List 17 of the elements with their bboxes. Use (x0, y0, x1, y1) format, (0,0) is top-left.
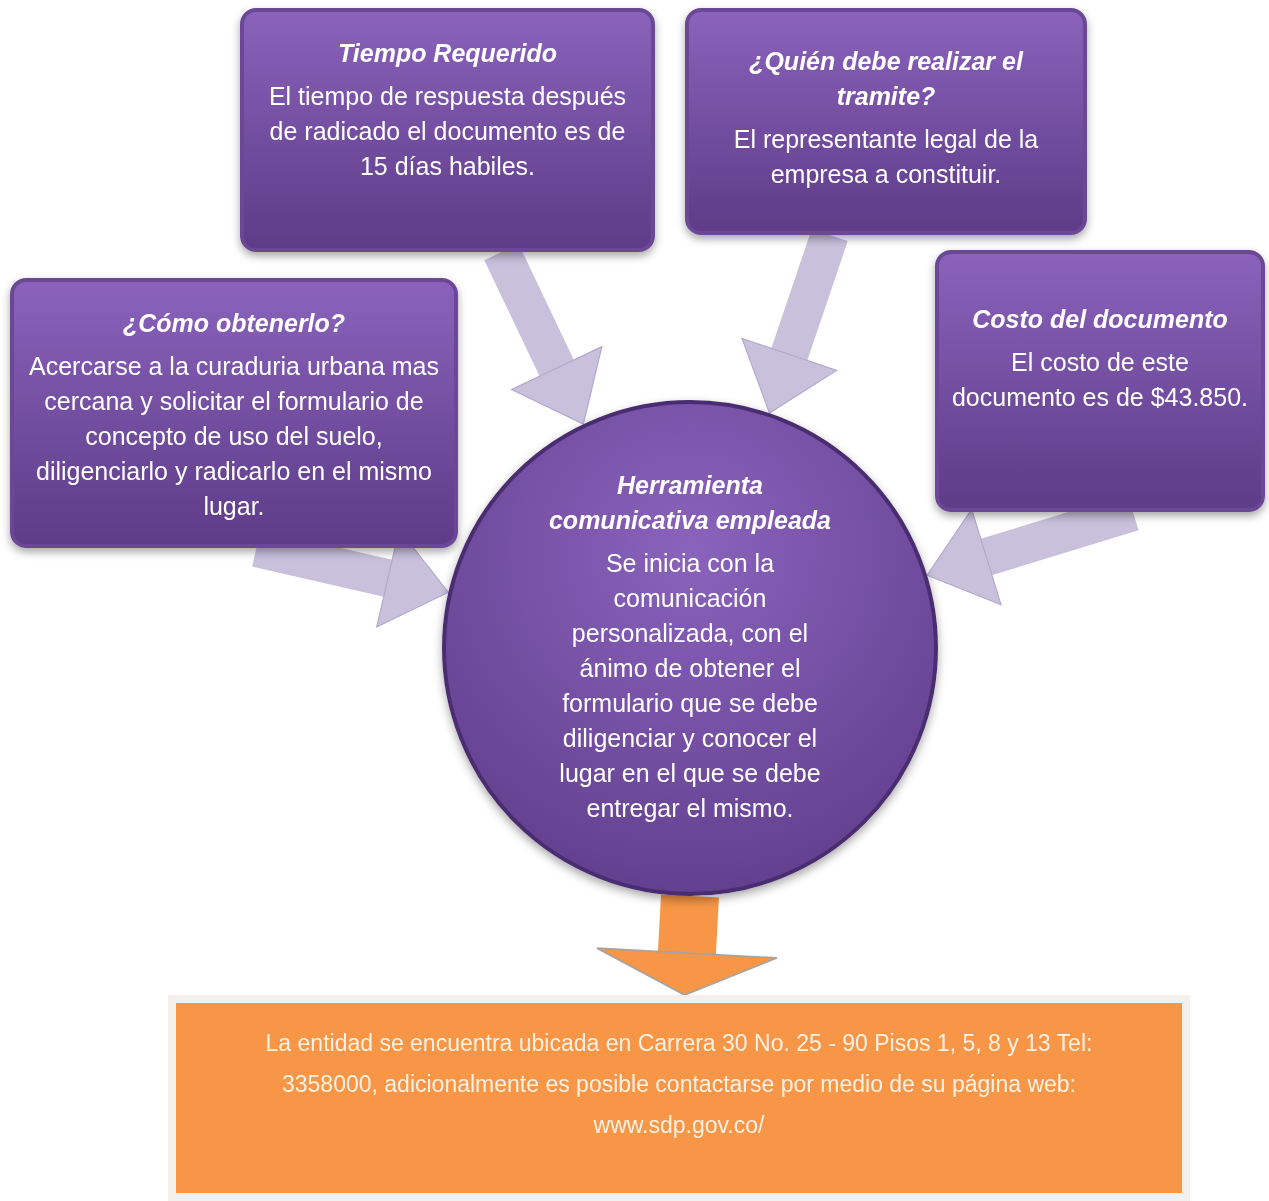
info-card (10, 278, 458, 548)
card-text: El representante legal de la empresa a constituir. (732, 124, 1040, 190)
card-heading: ¿Cómo obtenerlo? (122, 308, 346, 339)
info-box (168, 995, 1190, 1201)
card-text: Acercarse a la curaduria urbana mas cercana y solicitar el formulario de concepto de uso del suelo, diligenciarlo y radicarlo en el mismo lugar. (28, 351, 440, 522)
card-text: La entidad se encuentra ubicada en Carrera 30 No. 25 - 90 Pisos 1, 5, 8 y 13 Tel: 3358000, adicionalmente es posible contactarse por medio de su página web: www.sdp.gov.co/ (264, 1029, 1094, 1140)
card-heading: Costo del documento (972, 304, 1228, 335)
info-card (935, 250, 1265, 512)
info-card (240, 8, 655, 252)
info-card (685, 8, 1087, 235)
card-heading: Herramienta comunicativa empleada (547, 470, 833, 536)
card-heading: Tiempo Requerido (338, 38, 557, 69)
card-text: Se inicia con la comunicación personalizada, con el ánimo de obtener el formulario que se debe diligenciar y conocer el lugar en el que se debe entregar el mismo. (558, 548, 822, 824)
card-text: El tiempo de respuesta después de radicado el documento es de 15 días habiles. (267, 81, 628, 182)
card-heading: ¿Quién debe realizar el tramite? (748, 46, 1025, 112)
card-text: El costo de este documento es de $43.850. (950, 347, 1250, 413)
block-arrow (596, 894, 778, 996)
